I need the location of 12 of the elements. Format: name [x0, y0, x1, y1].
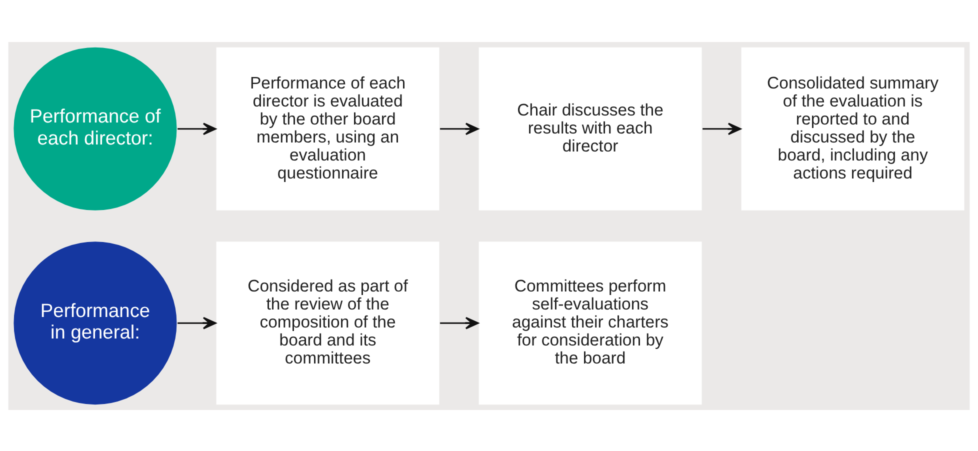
- node-circle: Performance in general:: [12, 240, 178, 406]
- node-box: Consolidated summary of the evaluation is reported to and discussed by the board, including any actions required: [740, 46, 966, 212]
- arrow: [702, 122, 742, 135]
- node-circle: Performance of each director:: [12, 46, 178, 212]
- node-box: Performance of each director is evaluated by the other board members, using an evaluation questionnaire: [215, 46, 440, 212]
- node-box: Considered as part of the review of the composition of the board and its committees: [215, 240, 440, 406]
- arrow: [440, 122, 479, 135]
- node-box: Committees perform self-evaluations against their charters for consideration by the board: [478, 240, 703, 406]
- arrow: [178, 316, 216, 329]
- arrow: [440, 316, 479, 329]
- arrow: [178, 122, 216, 135]
- node-box: Chair discusses the results with each director: [478, 46, 703, 212]
